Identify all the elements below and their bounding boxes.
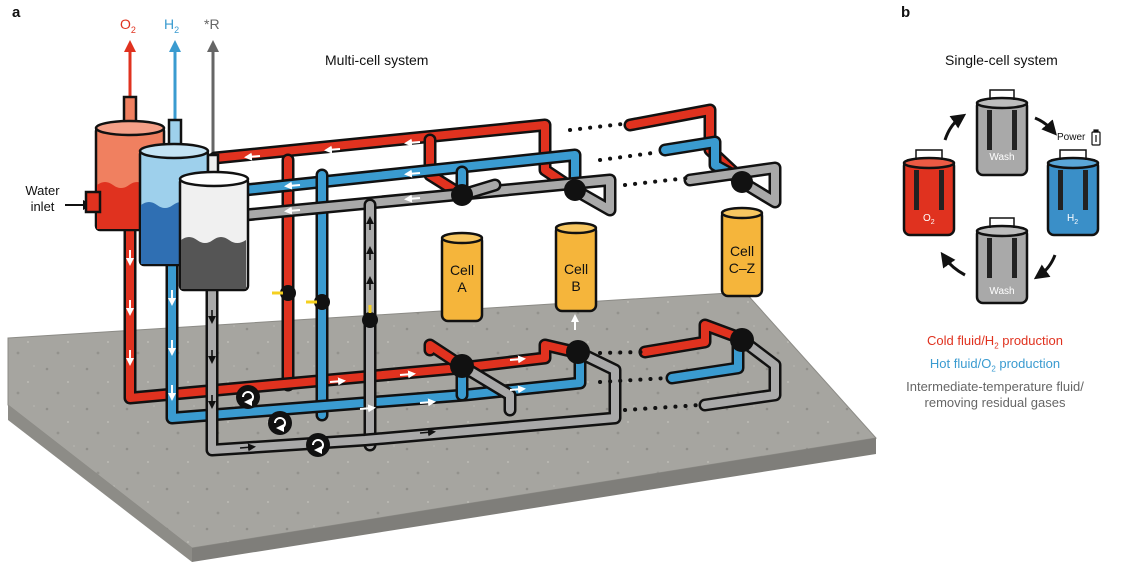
flow-arrows-dark — [208, 216, 436, 452]
o2-output-label: O2 — [120, 16, 136, 35]
o2-vessel — [902, 149, 956, 237]
pumps — [236, 385, 330, 457]
cell-cz-line2: C–Z — [728, 260, 756, 276]
cell-a-line2: A — [457, 279, 467, 295]
wash-vessel-bottom — [975, 217, 1029, 305]
cell-a-label: Cell A — [432, 262, 492, 296]
cell-cz-line1: Cell — [729, 243, 755, 259]
water-inlet-line1: Water — [25, 183, 60, 198]
valves — [280, 171, 754, 378]
legend-hot: Hot fluid/O2 production — [929, 356, 1061, 374]
h2-vessel — [1046, 149, 1100, 237]
cell-a-line1: Cell — [449, 262, 475, 278]
legend-intermediate-line2: removing residual gases — [924, 395, 1066, 410]
cell-b-line2: B — [571, 278, 581, 294]
wash-top-label: Wash — [989, 152, 1015, 163]
r-output-label: *R — [204, 16, 220, 32]
o2-vessel-label: O2 — [923, 213, 935, 226]
battery-icon — [1091, 129, 1101, 146]
cell-b-label: Cell B — [546, 261, 606, 295]
cycle-arrows — [940, 113, 1057, 280]
water-inlet-line2: inlet — [30, 199, 55, 214]
cell-cz-label: Cell C–Z — [712, 243, 772, 277]
single-cell-title: Single-cell system — [945, 52, 1058, 68]
valve-handles — [272, 291, 372, 313]
legend-intermediate-line1: Intermediate-temperature fluid/ — [906, 379, 1084, 394]
gas-output-arrows — [124, 40, 219, 160]
water-inlet-label: Water inlet — [20, 183, 65, 215]
residual-tank — [178, 153, 250, 292]
legend-cold: Cold fluid/H2 production — [927, 333, 1063, 351]
cells — [440, 206, 764, 323]
cell-b-line1: Cell — [563, 261, 589, 277]
wash-vessel-top — [975, 89, 1029, 177]
h2-vessel-label: H2 — [1067, 213, 1079, 226]
multi-cell-title: Multi-cell system — [325, 52, 429, 68]
h2-output-label: H2 — [164, 16, 180, 35]
power-label: Power — [1057, 132, 1086, 143]
panel-letter-b: b — [901, 4, 911, 21]
legend-intermediate: Intermediate-temperature fluid/ removing… — [875, 379, 1115, 411]
panel-letter-a: a — [12, 4, 21, 21]
continuation-dots — [568, 122, 702, 412]
single-cell-cycle — [902, 89, 1101, 305]
wash-bottom-label: Wash — [989, 286, 1015, 297]
